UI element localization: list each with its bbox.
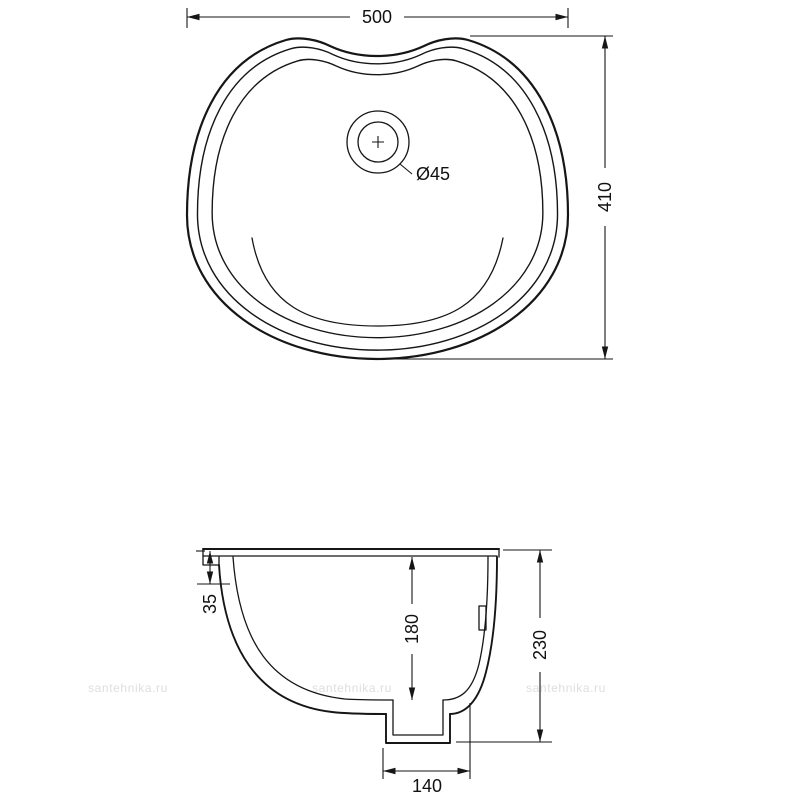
dimension-overall-width: 500 (186, 7, 569, 28)
rim-drop-label: 35 (200, 594, 220, 614)
outer-wall-right (449, 556, 498, 715)
watermark-text: santehnika.ru (526, 681, 606, 695)
drain: Ø45 (346, 110, 450, 184)
dimension-rim-drop: 35 (196, 550, 230, 614)
outer-wall-left (218, 564, 387, 715)
watermarks: santehnika.ru santehnika.ru santehnika.r… (88, 681, 606, 695)
inner-bowl-right (442, 556, 489, 701)
dimension-total-height: 230 (456, 549, 552, 743)
drain-diameter-label: Ø45 (416, 164, 450, 184)
overflow-slot (478, 605, 487, 631)
dimension-drain-width: 140 (382, 703, 471, 796)
bowl-depth-label: 180 (402, 614, 422, 644)
drain-center-cross (372, 136, 384, 148)
top-view-bowl-edge-outline (211, 58, 544, 339)
top-view-outer-outline (185, 37, 570, 361)
rim-left-lip (202, 548, 220, 566)
drain-outer-circle (346, 110, 410, 174)
dimension-overall-depth: 410 (385, 35, 615, 360)
watermark-text: santehnika.ru (88, 681, 168, 695)
drain-sump-outer (385, 713, 451, 744)
bowl-bottom-arc (251, 237, 504, 327)
inner-bowl-left (232, 556, 394, 701)
dimension-bowl-depth: 180 (402, 557, 422, 700)
drain-leader-line (399, 163, 413, 175)
watermark-text: santehnika.ru (312, 681, 392, 695)
overall-depth-label: 410 (595, 182, 615, 212)
side-view: 35 180 230 140 (196, 548, 552, 796)
drain-inner-circle (357, 121, 399, 163)
total-height-label: 230 (530, 630, 550, 660)
top-view: Ø45 500 410 (185, 7, 615, 361)
overall-width-label: 500 (362, 7, 392, 27)
drain-sump-inner (392, 699, 444, 736)
top-view-rim-inner-outline (196, 46, 559, 351)
drain-width-label: 140 (412, 776, 442, 796)
